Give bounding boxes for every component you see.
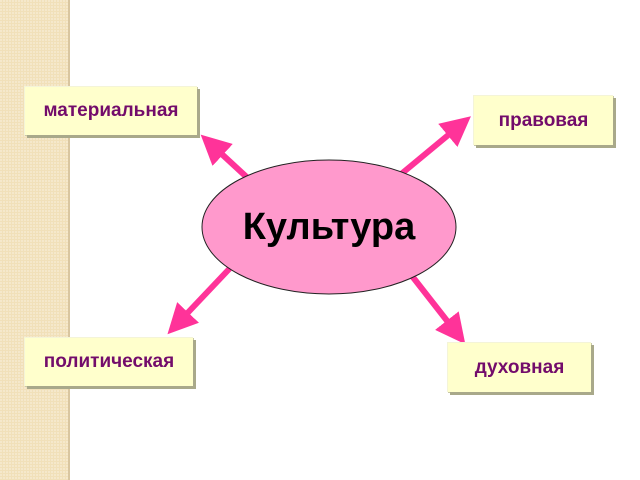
node-spiritual-label: духовная — [474, 356, 565, 378]
arrow-to-political — [167, 263, 235, 335]
node-political: политическая — [24, 337, 193, 386]
arrow-to-legal — [398, 116, 471, 178]
node-spiritual: духовная — [447, 342, 591, 392]
node-legal-label: правовая — [498, 109, 589, 131]
center-ellipse — [201, 159, 457, 295]
node-material-label: материальная — [43, 100, 179, 121]
arrow-to-spiritual — [409, 274, 466, 345]
node-material: материальная — [24, 86, 197, 135]
node-political-label: политическая — [43, 351, 175, 372]
side-stripe-decoration — [0, 0, 70, 480]
node-legal: правовая — [473, 95, 613, 145]
